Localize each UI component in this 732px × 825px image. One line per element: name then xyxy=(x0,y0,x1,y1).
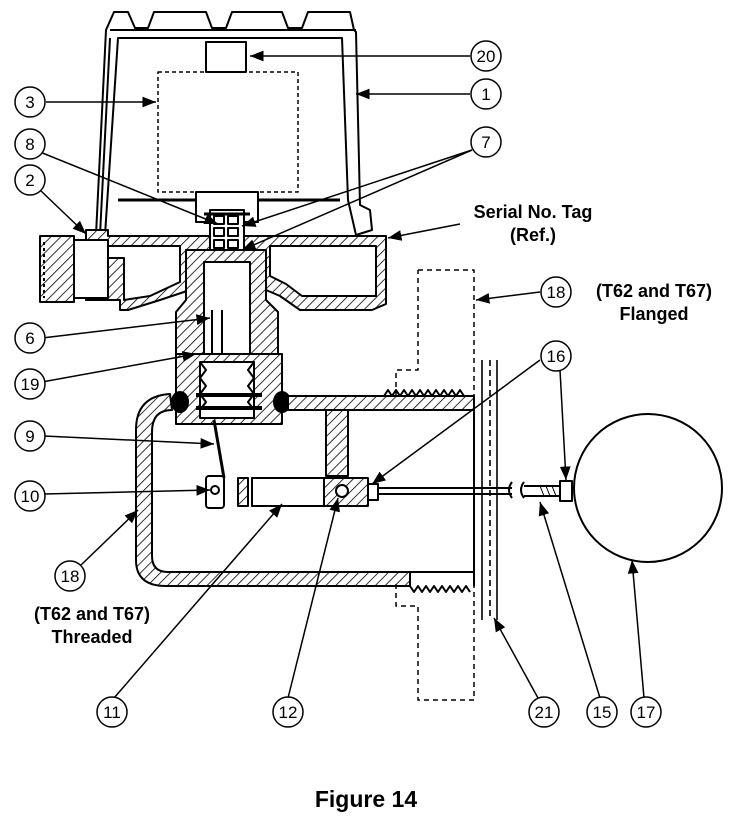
base-housing xyxy=(39,229,387,311)
callout-7: 7 xyxy=(470,126,502,158)
threaded-note-line2: Threaded xyxy=(51,627,132,647)
callout-1: 1 xyxy=(470,78,502,110)
flange-outline xyxy=(395,269,475,701)
top-block xyxy=(205,41,247,73)
serial-tag-note-line1: Serial No. Tag xyxy=(474,202,593,222)
callout-21: 21 xyxy=(528,696,560,728)
callout-20: 20 xyxy=(470,40,502,72)
threaded-note-line1: (T62 and T67) xyxy=(34,604,150,624)
callout-18-flanged: 18 xyxy=(540,276,572,308)
svg-text:18: 18 xyxy=(547,283,566,302)
callout-16: 16 xyxy=(540,340,572,372)
svg-text:21: 21 xyxy=(535,703,554,722)
svg-text:9: 9 xyxy=(25,427,34,446)
callout-15: 15 xyxy=(586,696,618,728)
callout-12: 12 xyxy=(272,696,304,728)
leader-lines xyxy=(39,50,645,699)
callout-11: 11 xyxy=(96,696,128,728)
notes: Serial No. Tag (Ref.) (T62 and T67) Flan… xyxy=(34,202,712,647)
svg-text:10: 10 xyxy=(21,487,40,506)
callout-19: 19 xyxy=(14,368,46,400)
callout-3: 3 xyxy=(14,86,46,118)
serial-tag-note-line2: (Ref.) xyxy=(510,225,556,245)
svg-text:11: 11 xyxy=(103,703,121,722)
callout-10: 10 xyxy=(14,480,46,512)
svg-text:1: 1 xyxy=(481,85,490,104)
callout-6: 6 xyxy=(14,322,46,354)
drawing xyxy=(39,11,723,701)
flanged-note-line1: (T62 and T67) xyxy=(596,281,712,301)
callouts: 20 1 3 8 7 2 18 6 xyxy=(14,40,662,728)
svg-text:8: 8 xyxy=(25,135,34,154)
svg-text:18: 18 xyxy=(61,567,80,586)
callout-9: 9 xyxy=(14,420,46,452)
svg-text:17: 17 xyxy=(637,703,656,722)
connector-tube xyxy=(251,477,325,507)
svg-text:12: 12 xyxy=(279,703,298,722)
svg-text:3: 3 xyxy=(25,93,34,112)
callout-8: 8 xyxy=(14,128,46,160)
cover xyxy=(95,11,373,236)
svg-text:2: 2 xyxy=(25,171,34,190)
svg-text:20: 20 xyxy=(477,47,496,66)
svg-text:16: 16 xyxy=(547,347,566,366)
svg-text:15: 15 xyxy=(593,703,612,722)
callout-17: 17 xyxy=(630,696,662,728)
svg-text:19: 19 xyxy=(21,375,40,394)
float-ball xyxy=(573,413,723,563)
figure-caption: Figure 14 xyxy=(314,786,418,812)
callout-18-threaded: 18 xyxy=(54,560,86,592)
flanged-note-line2: Flanged xyxy=(619,304,688,324)
dashed-inner-unit xyxy=(157,71,299,193)
float-chamber xyxy=(135,389,475,593)
svg-text:7: 7 xyxy=(481,133,490,152)
callout-2: 2 xyxy=(14,164,46,196)
svg-text:6: 6 xyxy=(25,329,34,348)
